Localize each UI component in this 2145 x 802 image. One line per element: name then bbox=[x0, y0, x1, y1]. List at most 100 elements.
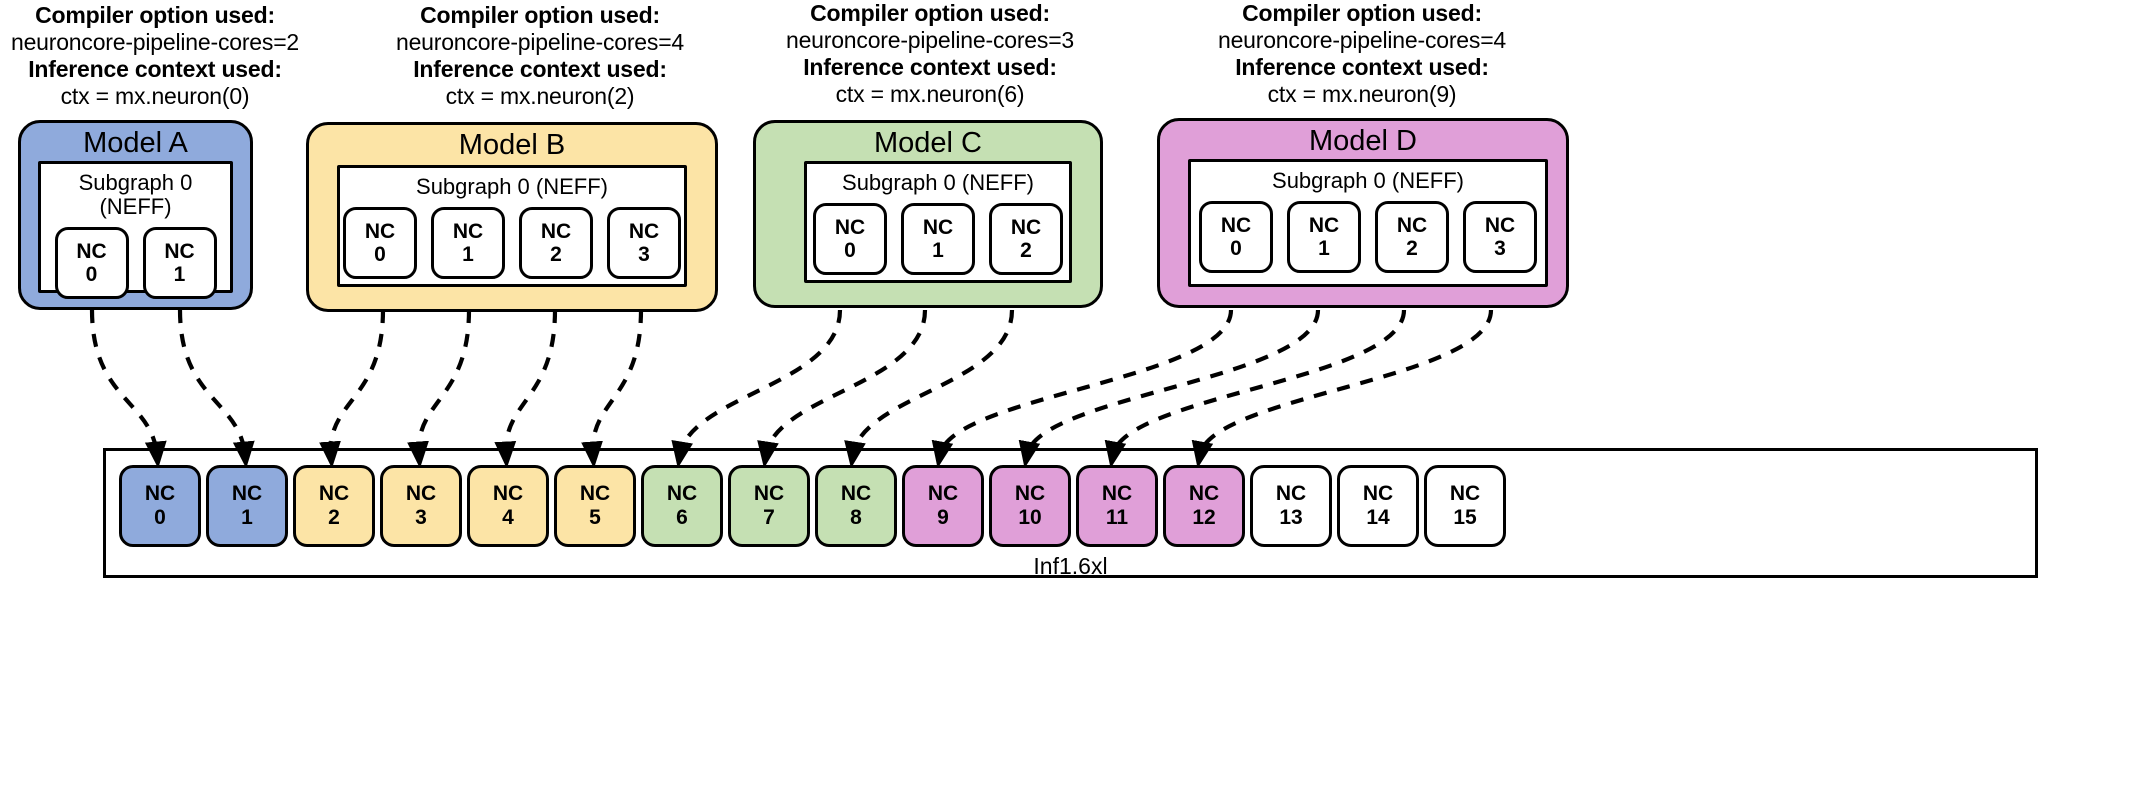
device-core-3[interactable]: NC 3 bbox=[380, 465, 462, 547]
core-index: 2 bbox=[328, 506, 340, 529]
compiler-option: neuroncore-pipeline-cores=4 bbox=[1217, 27, 1507, 54]
subgraph-label: Subgraph 0 (NEFF) bbox=[842, 170, 1034, 195]
core-index: 5 bbox=[589, 506, 601, 529]
compiler-option: neuroncore-pipeline-cores=4 bbox=[395, 29, 685, 56]
caption-model-a: Compiler option used: neuroncore-pipelin… bbox=[0, 2, 310, 111]
core-index: 1 bbox=[241, 506, 253, 529]
device-core-10[interactable]: NC 10 bbox=[989, 465, 1071, 547]
model-core[interactable]: NC 1 bbox=[901, 203, 975, 276]
core-label: NC bbox=[753, 482, 785, 506]
model-core[interactable]: NC 0 bbox=[54, 227, 129, 300]
model-core[interactable]: NC 3 bbox=[607, 207, 681, 280]
model-core[interactable]: NC 0 bbox=[813, 203, 887, 276]
model-core[interactable]: NC 2 bbox=[1375, 201, 1449, 274]
model-core[interactable]: NC 1 bbox=[431, 207, 505, 280]
model-core[interactable]: NC 2 bbox=[989, 203, 1063, 276]
device-core-2[interactable]: NC 2 bbox=[293, 465, 375, 547]
core-index: 1 bbox=[932, 239, 944, 263]
core-label: NC bbox=[1362, 482, 1394, 506]
core-index: 10 bbox=[1018, 506, 1042, 529]
core-label: NC bbox=[76, 239, 107, 263]
device-core-12[interactable]: NC 12 bbox=[1163, 465, 1245, 547]
context-heading: Inference context used: bbox=[803, 54, 1057, 81]
core-label: NC bbox=[1396, 213, 1428, 237]
model-title: Model C bbox=[874, 127, 982, 159]
context-heading: Inference context used: bbox=[1235, 54, 1489, 81]
model-core-row: NC 0 NC 1 bbox=[41, 219, 230, 300]
core-index: 2 bbox=[1406, 237, 1418, 261]
context-value: ctx = mx.neuron(0) bbox=[60, 83, 250, 110]
core-index: 14 bbox=[1366, 506, 1390, 529]
subgraph-box: Subgraph 0 (NEFF) NC 0 NC 1 NC 2 NC 3 bbox=[337, 165, 687, 287]
model-box-c[interactable]: Model C Subgraph 0 (NEFF) NC 0 NC 1 NC 2 bbox=[753, 120, 1103, 308]
core-label: NC bbox=[666, 482, 698, 506]
model-core[interactable]: NC 0 bbox=[1199, 201, 1273, 274]
core-index: 0 bbox=[85, 263, 98, 287]
core-index: 1 bbox=[1318, 237, 1330, 261]
core-index: 3 bbox=[1494, 237, 1506, 261]
core-label: NC bbox=[492, 482, 524, 506]
device-core-5[interactable]: NC 5 bbox=[554, 465, 636, 547]
model-core-row: NC 0 NC 1 NC 2 NC 3 bbox=[340, 199, 684, 280]
core-label: NC bbox=[1484, 213, 1516, 237]
subgraph-label: Subgraph 0 (NEFF) bbox=[416, 174, 608, 199]
compiler-option: neuroncore-pipeline-cores=3 bbox=[785, 27, 1075, 54]
subgraph-label: Subgraph 0 (NEFF) bbox=[78, 170, 193, 220]
core-label: NC bbox=[1308, 213, 1340, 237]
device-core-6[interactable]: NC 6 bbox=[641, 465, 723, 547]
model-core[interactable]: NC 3 bbox=[1463, 201, 1537, 274]
device-core-11[interactable]: NC 11 bbox=[1076, 465, 1158, 547]
caption-model-d: Compiler option used: neuroncore-pipelin… bbox=[1207, 0, 1517, 109]
core-label: NC bbox=[164, 239, 195, 263]
core-index: 2 bbox=[550, 243, 562, 267]
core-index: 0 bbox=[844, 239, 856, 263]
model-box-b[interactable]: Model B Subgraph 0 (NEFF) NC 0 NC 1 NC 2… bbox=[306, 122, 718, 312]
core-index: 8 bbox=[850, 506, 862, 529]
core-index: 0 bbox=[154, 506, 166, 529]
model-core-row: NC 0 NC 1 NC 2 bbox=[807, 195, 1069, 276]
compiler-heading: Compiler option used: bbox=[420, 2, 660, 28]
core-index: 7 bbox=[763, 506, 775, 529]
device-box-inf1-6xl[interactable]: NC 0 NC 1 NC 2 NC 3 NC 4 NC 5 bbox=[103, 448, 2038, 579]
model-core[interactable]: NC 1 bbox=[1287, 201, 1361, 274]
model-title: Model A bbox=[83, 127, 188, 159]
core-label: NC bbox=[1449, 482, 1481, 506]
device-core-14[interactable]: NC 14 bbox=[1337, 465, 1419, 547]
model-core[interactable]: NC 2 bbox=[519, 207, 593, 280]
device-core-4[interactable]: NC 4 bbox=[467, 465, 549, 547]
device-core-7[interactable]: NC 7 bbox=[728, 465, 810, 547]
caption-model-c: Compiler option used: neuroncore-pipelin… bbox=[775, 0, 1085, 109]
device-core-0[interactable]: NC 0 bbox=[119, 465, 201, 547]
device-core-1[interactable]: NC 1 bbox=[206, 465, 288, 547]
compiler-heading: Compiler option used: bbox=[810, 0, 1050, 26]
core-label: NC bbox=[231, 482, 263, 506]
model-box-d[interactable]: Model D Subgraph 0 (NEFF) NC 0 NC 1 NC 2… bbox=[1157, 118, 1569, 308]
core-label: NC bbox=[1275, 482, 1307, 506]
core-index: 15 bbox=[1453, 506, 1477, 529]
device-core-9[interactable]: NC 9 bbox=[902, 465, 984, 547]
device-core-15[interactable]: NC 15 bbox=[1424, 465, 1506, 547]
compiler-heading: Compiler option used: bbox=[1242, 0, 1482, 26]
model-box-a[interactable]: Model A Subgraph 0 (NEFF) NC 0 NC 1 bbox=[18, 120, 253, 310]
core-label: NC bbox=[405, 482, 437, 506]
device-core-13[interactable]: NC 13 bbox=[1250, 465, 1332, 547]
model-core[interactable]: NC 0 bbox=[343, 207, 417, 280]
compiler-heading: Compiler option used: bbox=[35, 2, 275, 28]
core-label: NC bbox=[628, 219, 660, 243]
model-title: Model B bbox=[458, 129, 566, 161]
model-title: Model D bbox=[1309, 125, 1417, 157]
model-core[interactable]: NC 1 bbox=[142, 227, 217, 300]
core-label: NC bbox=[579, 482, 611, 506]
core-index: 11 bbox=[1105, 506, 1129, 529]
subgraph-box: Subgraph 0 (NEFF) NC 0 NC 1 bbox=[38, 161, 233, 300]
core-index: 3 bbox=[638, 243, 650, 267]
device-core-8[interactable]: NC 8 bbox=[815, 465, 897, 547]
core-label: NC bbox=[364, 219, 396, 243]
core-index: 2 bbox=[1020, 239, 1032, 263]
core-label: NC bbox=[1014, 482, 1046, 506]
device-core-row: NC 0 NC 1 NC 2 NC 3 NC 4 NC 5 bbox=[106, 465, 2035, 547]
core-index: 0 bbox=[1230, 237, 1242, 261]
context-value: ctx = mx.neuron(6) bbox=[835, 81, 1025, 108]
context-heading: Inference context used: bbox=[413, 56, 667, 83]
core-label: NC bbox=[1010, 215, 1042, 239]
